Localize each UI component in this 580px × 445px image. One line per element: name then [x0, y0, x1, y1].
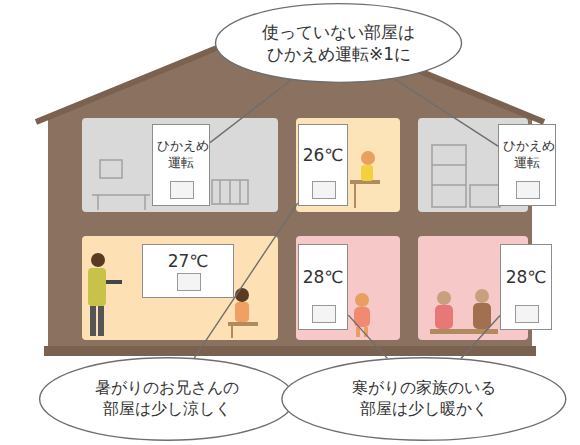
control-panel [170, 181, 194, 199]
unit-label: 27℃ [168, 250, 209, 272]
brother-figure [88, 253, 122, 336]
room-pink [296, 236, 400, 340]
foundation [44, 346, 536, 356]
callout-pointer [461, 316, 500, 359]
aircon-unit: ひかえめ 運転 [498, 124, 556, 206]
aircon-unit: 28℃ [298, 244, 349, 330]
grandparents-figure [430, 289, 498, 334]
unit-label: 26℃ [303, 144, 344, 166]
unit-label: ひかえめ 運転 [157, 138, 205, 172]
callout-text: 使っていない部屋は ひかえめ運転※1に [253, 21, 424, 65]
control-panel [515, 305, 539, 323]
callout-bubble: 暑がりのお兄さんの 部屋は少し涼しく [37, 356, 297, 442]
aircon-unit: 28℃ [500, 244, 552, 330]
unit-label: 28℃ [303, 266, 344, 288]
callout-text: 寒がりの家族のいる 部屋は少し暖かく [325, 378, 523, 420]
callout-text: 暑がりのお兄さんの 部屋は少し涼しく [78, 378, 256, 420]
room-peach [82, 236, 278, 340]
room-gray [82, 118, 278, 212]
control-panel [177, 273, 201, 291]
unit-label: 28℃ [506, 266, 547, 288]
aircon-unit: 26℃ [298, 124, 349, 206]
control-panel [312, 305, 336, 323]
callout-pointer [394, 79, 498, 146]
unit-label: ひかえめ 運転 [503, 138, 551, 172]
callout-bubble: 寒がりの家族のいる 部屋は少し暖かく [279, 356, 569, 442]
callout-pointer [210, 80, 291, 143]
aircon-unit: ひかえめ 運転 [152, 124, 210, 206]
callout-bubble: 使っていない部屋は ひかえめ運転※1に [213, 2, 464, 84]
aircon-unit: 27℃ [142, 244, 234, 298]
control-panel [516, 181, 540, 199]
control-panel [312, 181, 336, 199]
bubble-outline [213, 2, 464, 84]
child-figure [350, 151, 380, 208]
callout-pointer [348, 315, 387, 358]
room-peach [296, 118, 400, 212]
